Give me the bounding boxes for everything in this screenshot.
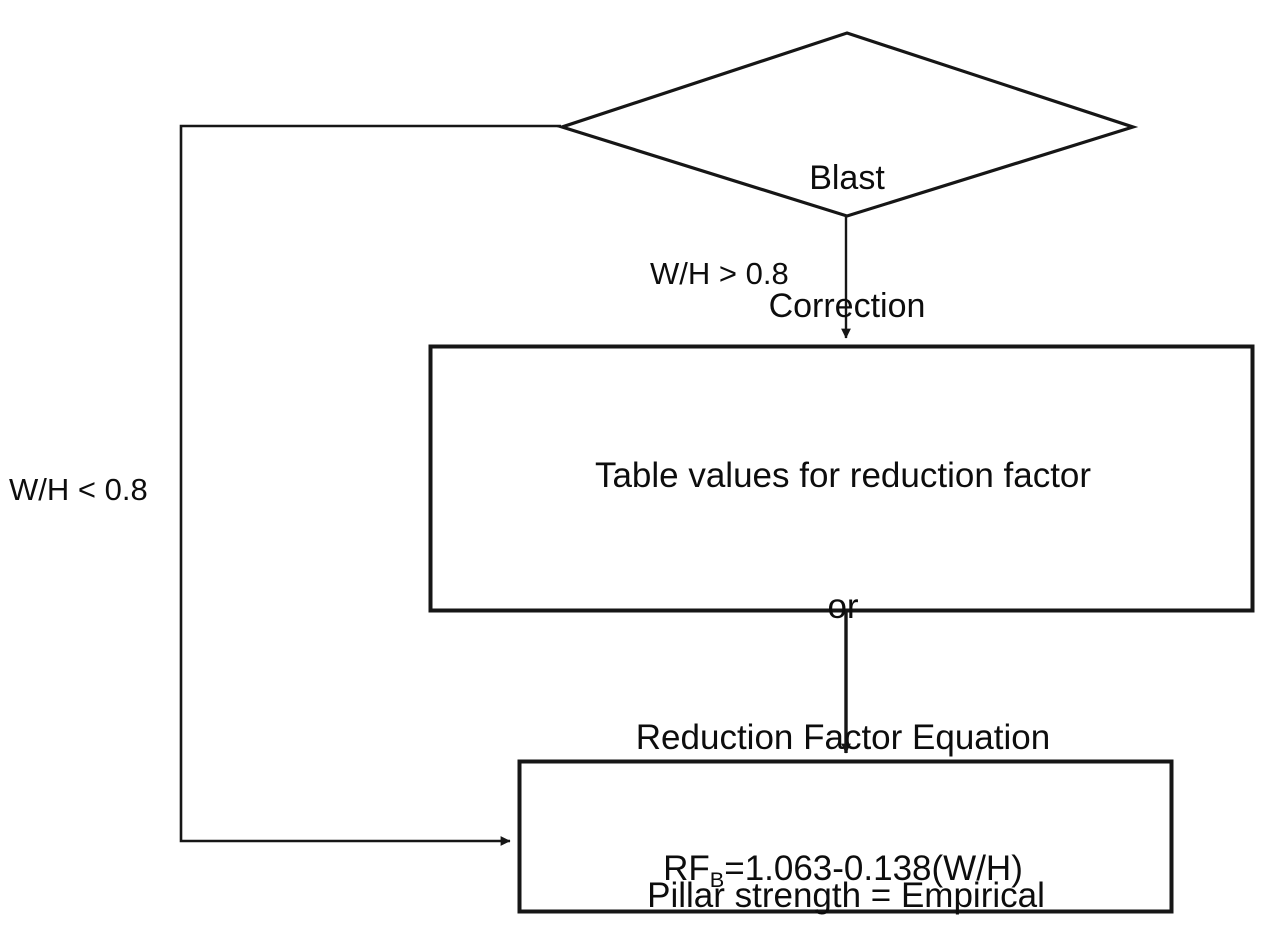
edge-decision-to-result: [179, 124, 561, 846]
result-node-shape[interactable]: [517, 759, 1174, 914]
decision-node-shape[interactable]: [556, 31, 1139, 218]
process-node-shape[interactable]: [428, 344, 1255, 613]
edge-label-wh-less: W/H < 0.8: [9, 472, 148, 507]
edge-label-wh-greater: W/H > 0.8: [650, 256, 789, 291]
